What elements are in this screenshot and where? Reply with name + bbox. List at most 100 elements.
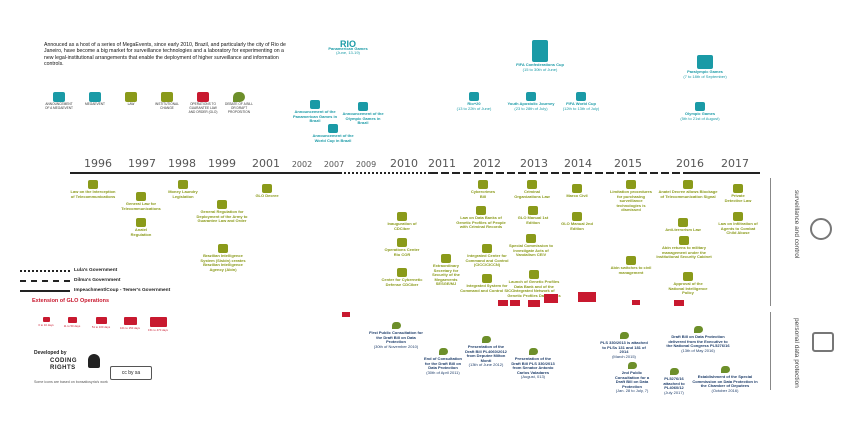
dp-pl5276: Draft Bill on Data Protection delivered … bbox=[666, 326, 730, 353]
year-2011: 2011 bbox=[428, 157, 456, 170]
building-icon bbox=[526, 234, 536, 243]
data-protection-side-label: personal data protection bbox=[793, 318, 800, 388]
year-2013: 2013 bbox=[520, 157, 548, 170]
creative-commons-badge: cc by sa bbox=[110, 366, 152, 380]
credits-note: Some icons are based on bonsaticsyria's … bbox=[34, 380, 108, 384]
year-2015: 2015 bbox=[614, 157, 642, 170]
event-glo-manual-1: GLO Manual 1st Edition bbox=[516, 206, 550, 225]
speech-bubble-icon bbox=[528, 348, 538, 355]
event-army-regulation: General Regulation for Deployment of the… bbox=[196, 200, 248, 224]
event-marco-civil: Marco Civil bbox=[562, 184, 592, 199]
legend-bill: DEBATE OF A BILL OR DRAFT PROPOSITION bbox=[224, 92, 254, 114]
tank-icon bbox=[578, 292, 596, 302]
glo-scale-2: 11 to 50 days bbox=[60, 317, 84, 328]
rio20-logo bbox=[469, 92, 479, 101]
speech-bubble-icon bbox=[481, 336, 491, 343]
speech-bubble-icon bbox=[627, 362, 637, 369]
event-infiltration-law: Law on Infiltration of Agents to Combat … bbox=[718, 212, 758, 236]
gavel-icon bbox=[683, 180, 693, 189]
dp-pl5276-attached: PL5276/16 attached to PL4060/12(July 201… bbox=[660, 368, 688, 395]
event-telecom-law: General Law for Telecommunications bbox=[118, 192, 164, 211]
megaphone-icon bbox=[310, 100, 320, 109]
gov-temer: Impeachment/Coup - Temer's Government bbox=[20, 288, 170, 293]
glo-scale-1: 0 to 10 days bbox=[34, 317, 58, 327]
building-icon bbox=[397, 268, 407, 277]
coding-rights-logo: CODING RIGHTS bbox=[50, 358, 77, 371]
event-cdciber-inauguration: Inauguration of CDCiber bbox=[382, 212, 422, 231]
dp-end-consultation: End of Consultation for the Draft Bill o… bbox=[422, 348, 464, 375]
gavel-icon bbox=[262, 184, 272, 193]
event-cicc: Integrated Center for Command and Contro… bbox=[460, 244, 514, 268]
building-icon bbox=[397, 238, 407, 247]
tank-icon bbox=[510, 300, 520, 306]
event-abin-military: Abin returns to military management unde… bbox=[652, 236, 716, 260]
event-abin-civil: Abin switches to civil management bbox=[606, 256, 656, 275]
event-cybercrimes-bill: Cybercrimes Bill bbox=[468, 180, 498, 199]
year-1997: 1997 bbox=[128, 157, 156, 170]
dp-pls330-attached: PLS 330/2013 is attached to PLSs 131 and… bbox=[600, 332, 648, 359]
surveillance-camera-icon bbox=[810, 218, 832, 240]
tank-icon bbox=[528, 300, 540, 307]
legend-glo: OPERATIONS TO GUARANTEE LAW AND ORDER (G… bbox=[188, 92, 218, 114]
icon-legend: ANNOUNCEMENT OF A MEGAEVENT MEGAEVENT LA… bbox=[44, 92, 254, 114]
megaevent-youth-journey: Youth Apostolic Journey (23 to 28th of J… bbox=[502, 92, 560, 111]
event-ceiv: Special Commission to Investigate Acts o… bbox=[506, 234, 556, 258]
megaphone-icon bbox=[328, 124, 338, 133]
event-glo-manual-2: GLO Manual 2nd Edition bbox=[560, 212, 594, 231]
building-icon bbox=[397, 212, 407, 221]
building-icon bbox=[529, 270, 539, 279]
olympic-rings-icon bbox=[695, 102, 705, 111]
megaevent-paralympics: Paralympic Games (7 to 18th of September… bbox=[670, 55, 740, 79]
speech-bubble-icon bbox=[233, 92, 245, 102]
protected-people-icon bbox=[812, 332, 834, 352]
event-private-detective: Private Detective Law bbox=[722, 184, 754, 203]
megaevent-confederations-cup: FIFA Confederations Cup (15 to 30th of J… bbox=[500, 40, 580, 72]
year-1998: 1998 bbox=[168, 157, 196, 170]
data-bracket bbox=[770, 312, 771, 390]
dp-second-consultation: 2nd Public Consultation for a Draft Bill… bbox=[610, 362, 654, 394]
tank-icon bbox=[632, 300, 640, 305]
world-cup-logo bbox=[576, 92, 586, 101]
developed-by: Developed by bbox=[34, 350, 67, 356]
announcement-olympics: Announcement of the Olympic Games in Bra… bbox=[340, 102, 386, 126]
gov-lula: Lula's Government bbox=[20, 268, 117, 273]
building-icon bbox=[482, 244, 492, 253]
rio2016-paralympic-logo bbox=[697, 55, 713, 69]
gavel-icon bbox=[217, 200, 227, 209]
event-anatel-regulation: Anatel Regulation bbox=[126, 218, 156, 237]
speech-bubble-icon bbox=[438, 348, 448, 355]
speech-bubble-icon bbox=[669, 368, 679, 375]
dp-special-commission: Establishment of the Special Commission … bbox=[692, 366, 758, 393]
announcement-panamerican: Announcement of the Panamerican Games in… bbox=[290, 100, 340, 124]
glo-scale-3: 51 to 100 days bbox=[88, 317, 114, 329]
gavel-icon bbox=[178, 180, 188, 189]
gavel-icon bbox=[678, 218, 688, 227]
building-icon bbox=[626, 256, 636, 265]
building-icon bbox=[161, 92, 173, 102]
building-icon bbox=[441, 254, 451, 263]
event-sicc: Integrated System for Command and Contro… bbox=[460, 274, 514, 293]
gavel-icon bbox=[125, 92, 137, 102]
dp-pl4060: Presentation of the Draft Bill PL4060/20… bbox=[464, 336, 508, 368]
gavel-icon bbox=[528, 206, 538, 215]
glo-scale-4: 101 to 150 days bbox=[116, 317, 144, 330]
timeline-axis bbox=[70, 172, 760, 174]
year-1999: 1999 bbox=[208, 157, 236, 170]
jmj-logo bbox=[526, 92, 536, 101]
gavel-icon bbox=[476, 206, 486, 215]
event-sisbin-abin: Brazilian Intelligence System (Sisbin) c… bbox=[196, 244, 250, 272]
event-cdciber-center: Center for Cybernetic Defense CDCiber bbox=[380, 268, 424, 287]
event-anti-terrorism: Anti-terrorism Law bbox=[660, 218, 706, 233]
megaphone-icon bbox=[358, 102, 368, 111]
tank-icon bbox=[544, 294, 558, 303]
legend-announcement: ANNOUNCEMENT OF A MEGAEVENT bbox=[44, 92, 74, 114]
legend-law: LAW bbox=[116, 92, 146, 114]
event-sesge: Extraordinary Secretary for Security of … bbox=[426, 254, 466, 287]
year-2001: 2001 bbox=[252, 157, 280, 170]
tank-icon bbox=[674, 300, 684, 306]
tank-icon bbox=[498, 300, 508, 306]
gavel-icon bbox=[478, 180, 488, 189]
event-genetic-databank: Launch of Genetic Profiles Data Bank and… bbox=[506, 270, 562, 298]
gavel-icon bbox=[733, 184, 743, 193]
announcement-world-cup: Announcement of the World Cup in Brazil bbox=[308, 124, 358, 143]
